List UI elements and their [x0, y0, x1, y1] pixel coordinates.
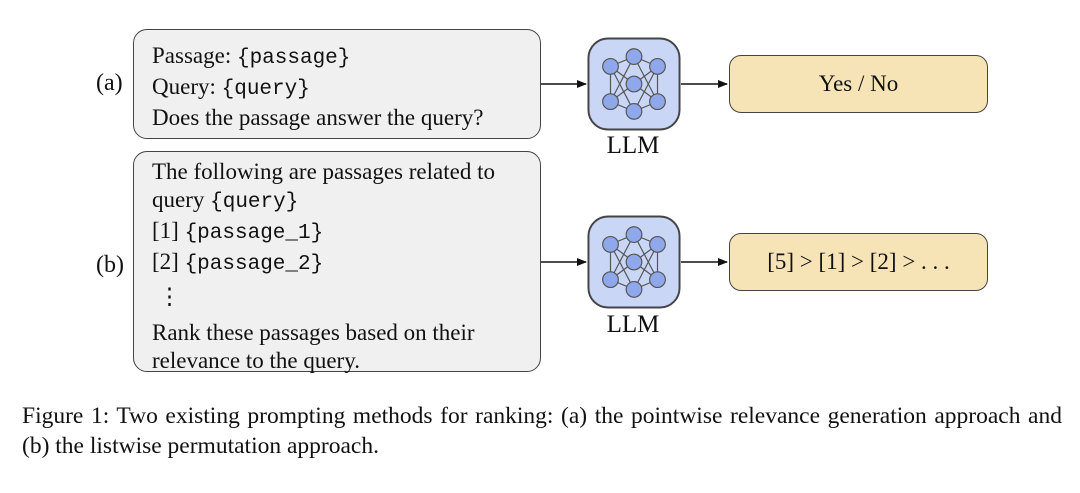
panel-b-label: (b) — [96, 252, 124, 278]
prompt-line: Rank these passages based on their — [152, 320, 475, 345]
panel-b-llm-label: LLM — [606, 311, 660, 338]
panel-a-prompt-box: Passage: {passage} Query: {query} Does t… — [133, 29, 541, 139]
panel-a-llm-label: LLM — [606, 132, 660, 159]
prompt-line: Does the passage answer the query? — [152, 105, 484, 130]
panel-a-label: (a) — [96, 70, 123, 96]
prompt-line: [1] {passage_1} — [152, 218, 324, 245]
figure-caption: Figure 1: Two existing prompting methods… — [22, 403, 1062, 459]
neural-network-icon — [587, 37, 681, 131]
panel-b-prompt-box: The following are passages related to qu… — [133, 151, 541, 373]
prompt-line: The following are passages related to — [152, 159, 495, 184]
prompt-line: query {query} — [152, 187, 299, 214]
panel-a-output-box: Yes / No — [729, 55, 988, 113]
prompt-line: Query: {query} — [152, 74, 310, 101]
panel-b-output-box: [5] > [1] > [2] > . . . — [729, 233, 988, 291]
neural-network-icon — [587, 215, 681, 309]
vertical-ellipsis: ⋮ — [158, 284, 181, 309]
prompt-line: [2] {passage_2} — [152, 249, 324, 276]
prompt-line: relevance to the query. — [152, 348, 360, 373]
prompt-line: Passage: {passage} — [152, 43, 351, 70]
